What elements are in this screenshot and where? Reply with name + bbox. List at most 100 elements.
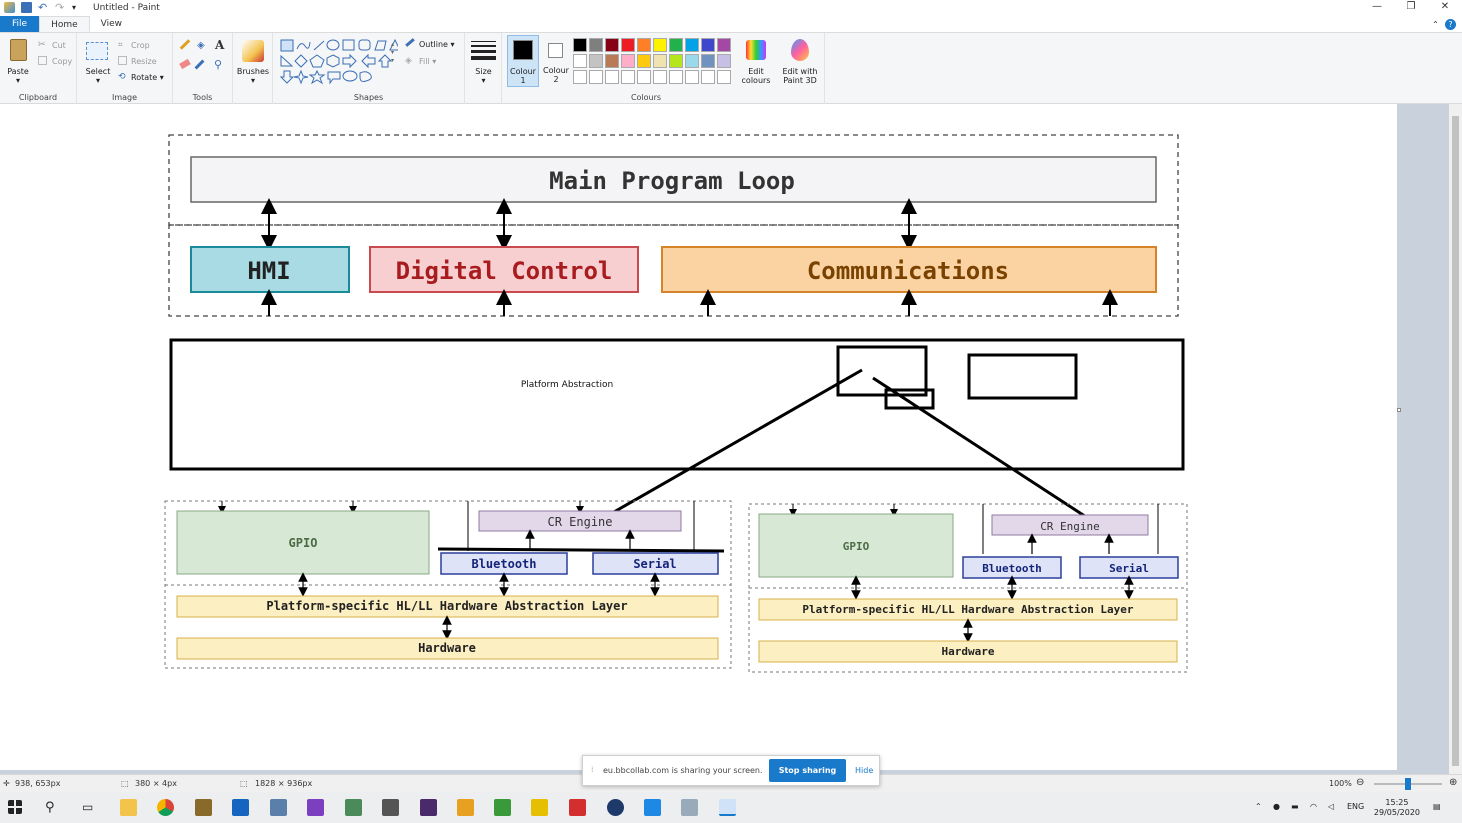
palette-swatch[interactable]	[589, 54, 603, 68]
app-icon-10[interactable]	[457, 799, 474, 816]
tab-home[interactable]: Home	[39, 16, 90, 32]
app-icon-11[interactable]	[494, 799, 511, 816]
close-button[interactable]: ✕	[1440, 1, 1450, 12]
app-icon-9[interactable]	[420, 799, 437, 816]
vertical-scrollbar-thumb[interactable]	[1452, 116, 1459, 766]
palette-swatch[interactable]	[685, 70, 699, 84]
app-icon-12[interactable]	[531, 799, 548, 816]
app-icon-5[interactable]	[270, 799, 287, 816]
magnifier-icon[interactable]: ⚲	[214, 58, 223, 71]
zoom-in-button[interactable]: ⊕	[1449, 777, 1458, 788]
colour-picker-icon[interactable]	[194, 59, 205, 70]
palette-swatch[interactable]	[669, 38, 683, 52]
tray-chevron-icon[interactable]: ⌃	[1255, 802, 1262, 811]
photos-icon[interactable]	[644, 799, 661, 816]
palette-swatch[interactable]	[653, 38, 667, 52]
microphone-icon[interactable]: ●	[1273, 802, 1280, 811]
paste-button[interactable]: Paste	[7, 67, 29, 76]
help-icon[interactable]: ?	[1445, 19, 1456, 30]
palette-swatch[interactable]	[717, 70, 731, 84]
brushes-icon[interactable]	[242, 40, 264, 62]
palette-swatch[interactable]	[621, 70, 635, 84]
select-button[interactable]: Select	[85, 67, 111, 76]
stop-sharing-button[interactable]: Stop sharing	[769, 759, 846, 782]
customize-quick-access-icon[interactable]: ▾	[72, 3, 77, 12]
zoom-slider-thumb[interactable]	[1405, 778, 1411, 790]
network-icon[interactable]: ◠	[1310, 802, 1317, 811]
drag-handle-icon[interactable]: ⁞	[591, 765, 594, 774]
palette-swatch[interactable]	[605, 70, 619, 84]
edit-with-paint3d-button[interactable]: Edit with	[782, 67, 818, 76]
palette-swatch[interactable]	[717, 38, 731, 52]
palette-swatch[interactable]	[589, 38, 603, 52]
brushes-dropdown-icon[interactable]: ▾	[250, 76, 255, 85]
outlook-icon[interactable]	[232, 799, 249, 816]
fill-bucket-icon[interactable]: ◈	[197, 40, 205, 51]
save-icon[interactable]	[21, 2, 32, 13]
maximize-button[interactable]: ❐	[1406, 1, 1416, 12]
app-icon-7[interactable]	[345, 799, 362, 816]
eraser-icon[interactable]	[179, 58, 191, 70]
colour1-button[interactable]: Colour 1	[507, 35, 539, 87]
canvas-resize-handle-right[interactable]	[1397, 408, 1401, 412]
paint3d-icon[interactable]	[791, 39, 809, 61]
fill-button[interactable]: Fill ▾	[419, 57, 437, 66]
collapse-ribbon-icon[interactable]: ⌃	[1432, 20, 1439, 29]
app-icon-8[interactable]	[382, 799, 399, 816]
app-icon-16[interactable]	[681, 799, 698, 816]
paste-icon[interactable]	[10, 39, 27, 61]
palette-swatch[interactable]	[653, 70, 667, 84]
file-explorer-icon[interactable]	[120, 799, 137, 816]
palette-swatch[interactable]	[573, 54, 587, 68]
colour2-button[interactable]: Colour 2	[541, 35, 571, 87]
palette-swatch[interactable]	[669, 70, 683, 84]
start-icon[interactable]	[8, 800, 22, 814]
rotate-button[interactable]: Rotate ▾	[131, 73, 164, 82]
palette-swatch[interactable]	[605, 38, 619, 52]
size-button[interactable]: Size	[475, 67, 492, 76]
hide-share-bar-link[interactable]: Hide	[855, 766, 874, 775]
zoom-slider[interactable]	[1374, 778, 1442, 790]
palette-swatch[interactable]	[701, 54, 715, 68]
palette-swatch[interactable]	[637, 38, 651, 52]
battery-icon[interactable]: ▬	[1291, 802, 1299, 811]
palette-swatch[interactable]	[669, 54, 683, 68]
size-icon[interactable]	[471, 41, 496, 60]
vertical-scrollbar[interactable]	[1449, 104, 1462, 774]
palette-swatch[interactable]	[621, 54, 635, 68]
paint-taskbar-icon[interactable]	[719, 799, 736, 816]
drawing-canvas[interactable]: Main Program Loop HMI Digital Control Co…	[0, 104, 1397, 770]
resize-button[interactable]: Resize	[131, 57, 157, 66]
redo-icon[interactable]: ↷	[55, 1, 65, 14]
edit-colours-icon[interactable]	[746, 40, 766, 60]
brushes-button[interactable]: Brushes	[236, 67, 270, 76]
app-icon-14[interactable]	[607, 799, 624, 816]
select-icon[interactable]	[86, 42, 108, 60]
language-indicator[interactable]: ENG	[1347, 802, 1365, 811]
notifications-icon[interactable]: ▤	[1433, 802, 1441, 811]
palette-swatch[interactable]	[653, 54, 667, 68]
chrome-icon[interactable]	[157, 799, 174, 816]
shapes-gallery[interactable]	[280, 39, 398, 85]
palette-swatch[interactable]	[605, 54, 619, 68]
crop-button[interactable]: Crop	[131, 41, 150, 50]
palette-swatch[interactable]	[701, 38, 715, 52]
palette-swatch[interactable]	[589, 70, 603, 84]
zoom-out-button[interactable]: ⊖	[1356, 777, 1365, 788]
palette-swatch[interactable]	[685, 38, 699, 52]
select-dropdown-icon[interactable]: ▾	[95, 76, 100, 85]
undo-icon[interactable]: ↶	[38, 1, 48, 14]
outline-button[interactable]: Outline ▾	[419, 40, 455, 49]
paste-dropdown-icon[interactable]: ▾	[15, 76, 20, 85]
pencil-icon[interactable]	[179, 39, 191, 50]
task-view-icon[interactable]: ▭	[82, 800, 94, 814]
palette-swatch[interactable]	[701, 70, 715, 84]
cut-button[interactable]: Cut	[52, 41, 66, 50]
volume-icon[interactable]: ◁	[1328, 802, 1335, 811]
shapes-scroll-icon[interactable]: ▴▾▾	[391, 41, 395, 64]
pdf-icon[interactable]	[569, 799, 586, 816]
palette-swatch[interactable]	[637, 70, 651, 84]
palette-swatch[interactable]	[621, 38, 635, 52]
tab-view[interactable]: View	[100, 19, 122, 29]
copy-button[interactable]: Copy	[52, 57, 73, 66]
